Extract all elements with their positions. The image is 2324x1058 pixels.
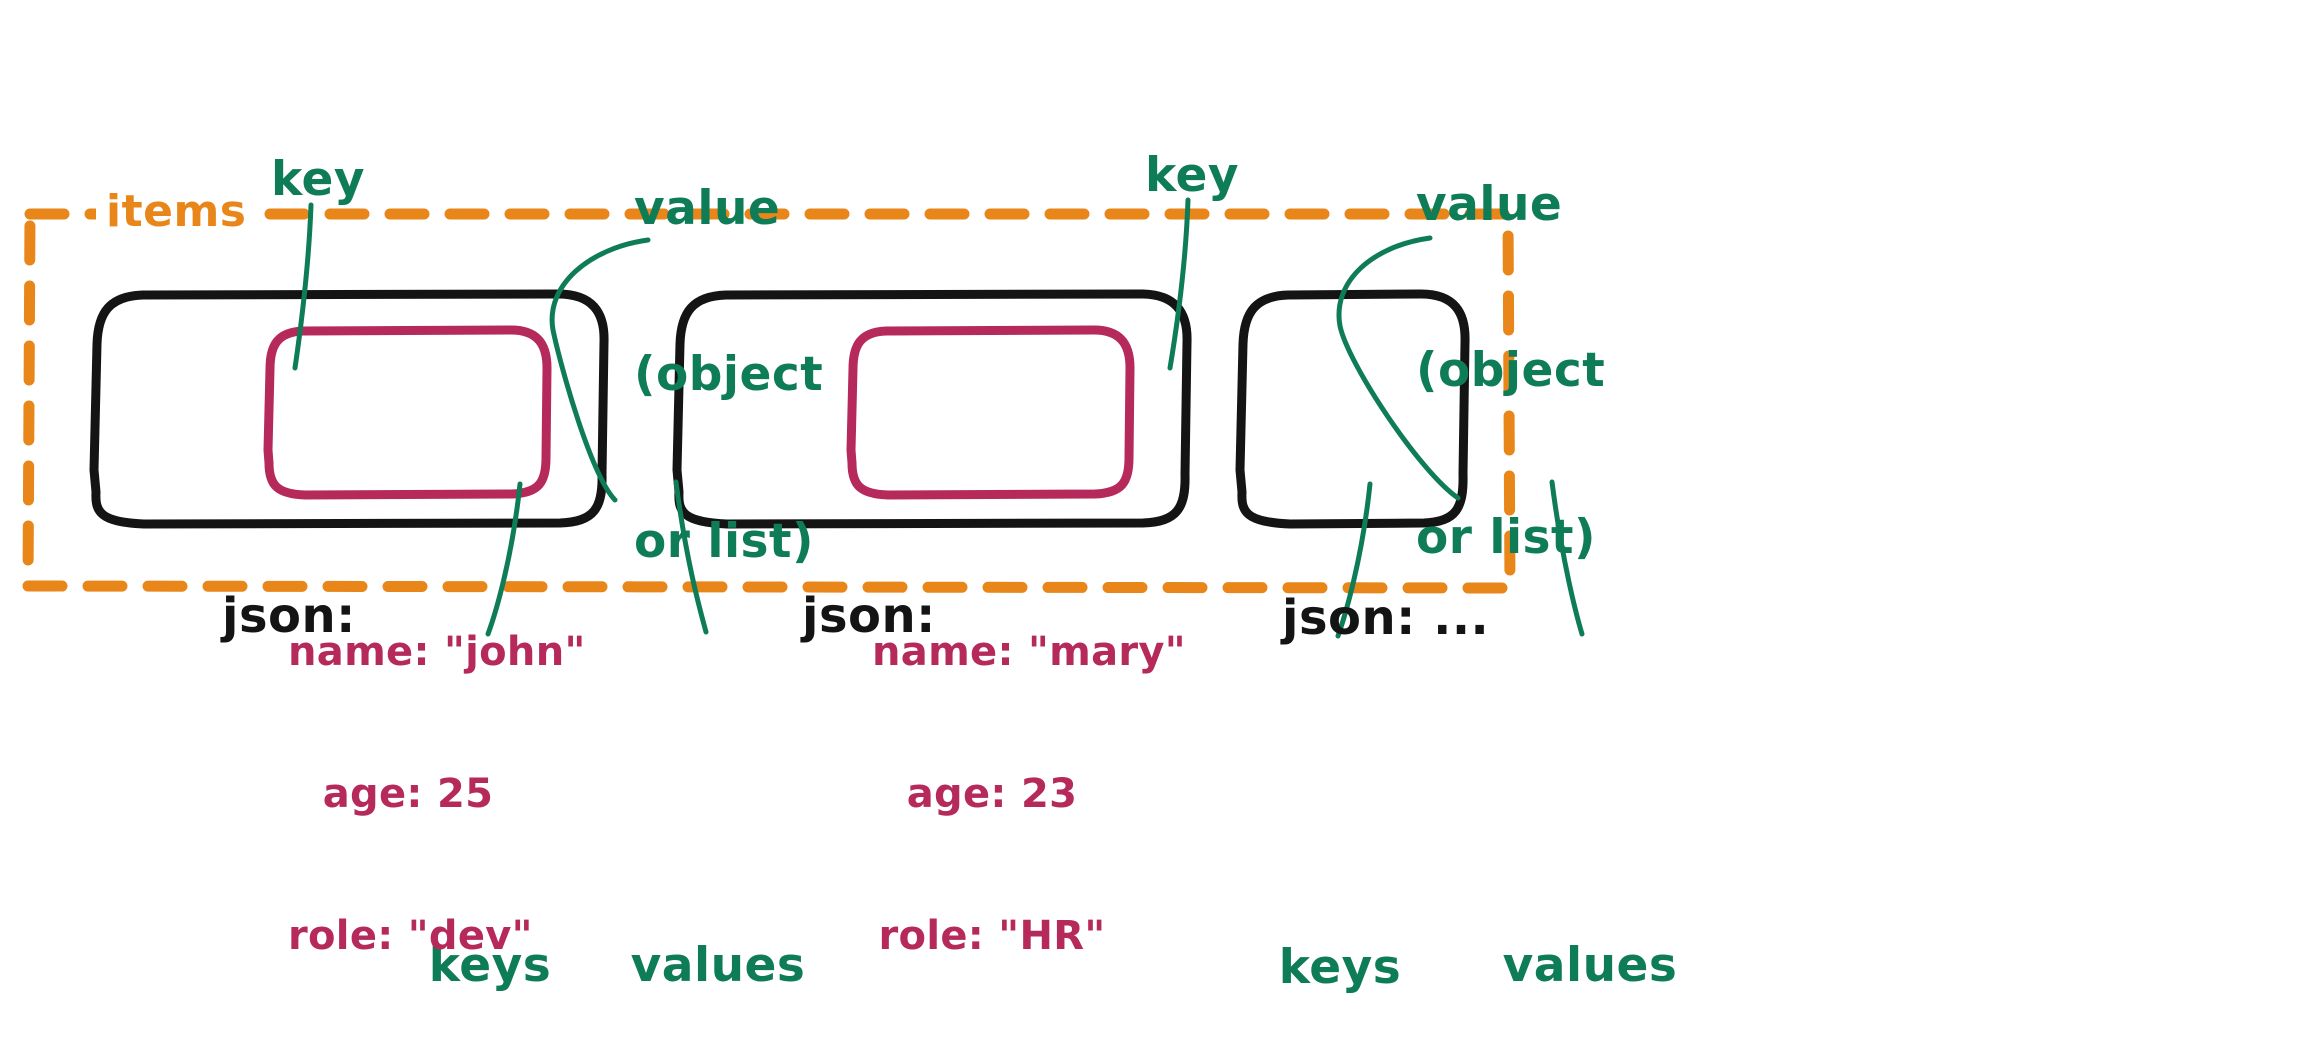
json-card-1-line-3: role: "dev" (288, 912, 533, 959)
json-card-2-outline (672, 289, 1192, 529)
leader-line-key-left (292, 202, 314, 371)
leader-line-key-right (1167, 197, 1191, 371)
leader-line-keys-right (1335, 481, 1373, 639)
json-card-1-line-2: age: 25 (322, 770, 494, 817)
json-value-box-1-outline (263, 325, 552, 500)
json-card-2-value-box: name: "mary" age: 23 role: "HR" (872, 535, 1186, 1054)
json-card-1-outline (89, 289, 609, 529)
json-card-2-key-label: json: (802, 588, 936, 644)
items-container-border (22, 208, 1516, 594)
annotation-key-left: key (270, 152, 365, 207)
annotation-value-right-line1: value (1416, 176, 1563, 232)
json-card-1-value-box: name: "john" age: 25 role: "dev" (288, 535, 586, 1054)
leader-line-keys-left (485, 481, 523, 637)
json-card-3-outline (1235, 289, 1470, 529)
json-value-box-2-outline (846, 325, 1135, 500)
leader-line-values-left (673, 479, 709, 635)
json-card-2-line-3: role: "HR" (878, 912, 1106, 959)
annotation-keys-left: keys (428, 938, 552, 993)
items-container-label: items (96, 186, 257, 238)
leader-line-value-left (549, 237, 651, 503)
annotation-value-left-line3: or list) (634, 513, 814, 569)
leader-line-value-right (1336, 235, 1461, 501)
annotation-key-right: key (1144, 148, 1239, 203)
json-card-3-key-label: json: ... (1282, 590, 1490, 646)
annotation-value-right-line2: (object (1416, 343, 1606, 399)
annotation-keys-right: keys (1278, 940, 1402, 995)
annotation-value-right-line3: or list) (1416, 509, 1596, 565)
json-card-1-line-1: name: "john" (288, 629, 586, 676)
json-card-1-key-label: json: (222, 588, 356, 644)
annotation-value-right: value (object or list) (1416, 66, 1656, 676)
leader-line-values-right (1549, 479, 1585, 637)
annotation-value-left: value (object or list) (634, 70, 874, 680)
json-card-2-line-2: age: 23 (906, 770, 1078, 817)
annotation-values-right: values (1502, 938, 1678, 993)
json-card-2-line-1: name: "mary" (872, 629, 1186, 676)
annotation-values-left: values (630, 938, 806, 993)
annotation-value-left-line1: value (634, 180, 781, 236)
annotation-value-left-line2: (object (634, 347, 824, 403)
